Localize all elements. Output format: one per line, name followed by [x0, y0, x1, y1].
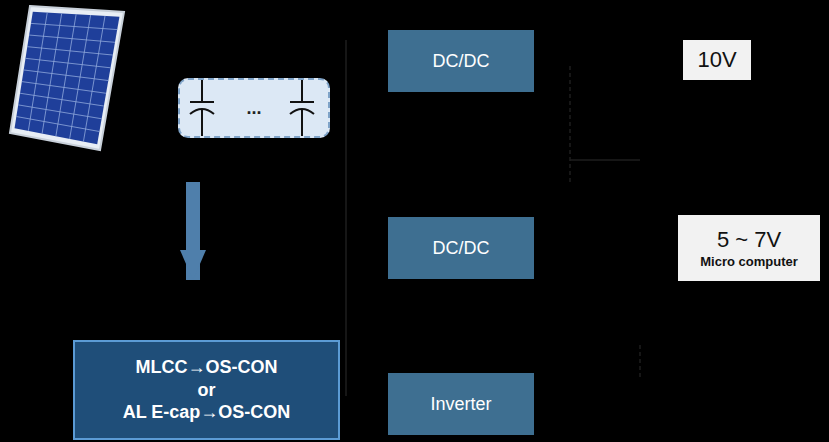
faint-wire [346, 40, 640, 396]
voltage-label-box: 5 ~ 7VMicro computer [678, 215, 820, 281]
cell-line [22, 82, 106, 94]
node-label: 10V [697, 46, 736, 74]
cell-line [29, 35, 115, 42]
voltage-label-box: 10V [683, 40, 751, 80]
capacitor-bank: ... [178, 78, 330, 138]
node-label: MLCC→OS-CON [136, 356, 278, 379]
node-label: Micro computer [700, 254, 798, 270]
node-label: AL E-cap→OS-CON [123, 401, 291, 424]
cell-line [20, 93, 104, 106]
ellipsis: ... [246, 97, 261, 120]
cell-line [18, 105, 101, 119]
cell-line [24, 70, 109, 81]
node-label: or [198, 379, 216, 402]
node-label: Inverter [430, 393, 491, 416]
capacitor-symbol [190, 80, 214, 136]
flow-arrow [186, 182, 200, 280]
panel-cells [15, 12, 120, 144]
panel-frame [10, 6, 124, 150]
node-label: DC/DC [433, 50, 490, 73]
wire [569, 66, 571, 185]
cell-line [16, 117, 99, 132]
process-box: Inverter [388, 373, 534, 435]
wire [570, 159, 640, 161]
capacitor-symbol [290, 80, 314, 136]
wire [345, 40, 347, 396]
cell-line [26, 58, 111, 67]
node-label: DC/DC [433, 237, 490, 260]
solar-panel [10, 6, 124, 150]
cell-line [31, 23, 117, 29]
node-label: 5 ~ 7V [717, 226, 781, 254]
cell-line [27, 47, 112, 55]
wire [639, 345, 641, 378]
replacement-box: MLCC→OS-CONorAL E-cap→OS-CON [73, 340, 340, 440]
process-box: DC/DC [388, 217, 534, 279]
process-box: DC/DC [388, 30, 534, 92]
